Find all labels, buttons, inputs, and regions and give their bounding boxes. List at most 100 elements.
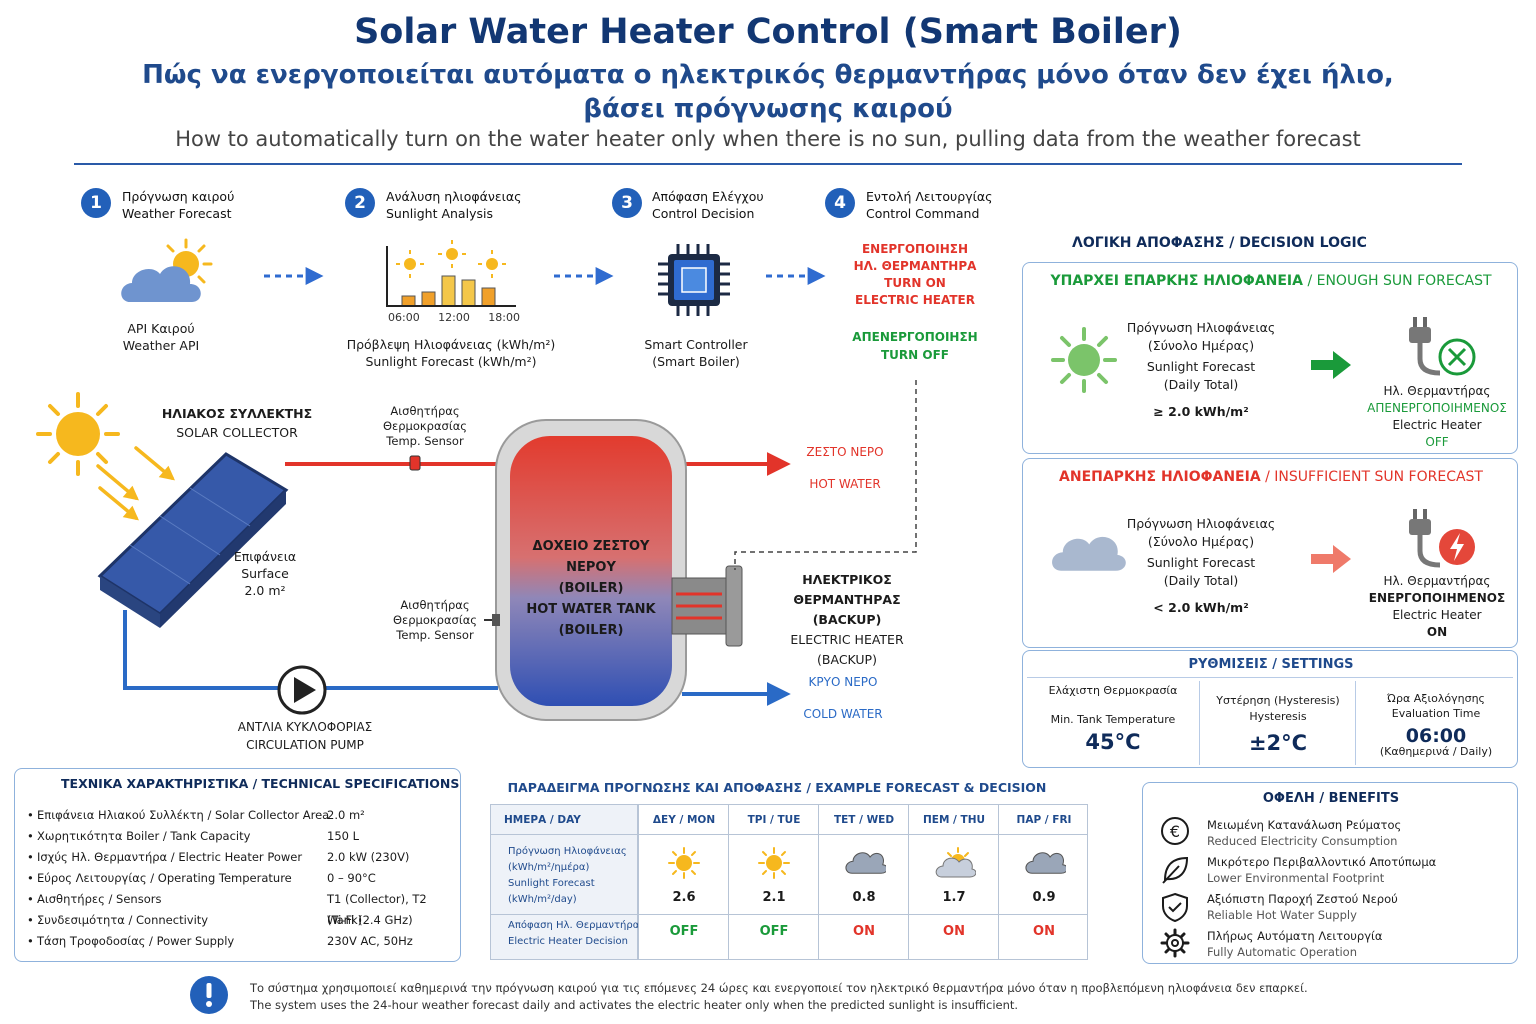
collector-label-en: SOLAR COLLECTOR — [176, 425, 298, 440]
forecast-sun-en-1: Sunlight Forecast — [508, 878, 595, 889]
insufficient-sun-panel: ΑΝΕΠΑΡΚΗΣ ΗΛΙΟΦΑΝΕΙΑ / INSUFFICIENT SUN … — [1022, 458, 1518, 648]
pump-label-en: CIRCULATION PUMP — [246, 738, 364, 752]
subtitle-greek-line-1: Πώς να ενεργοποιείται αυτόματα ο ηλεκτρι… — [142, 60, 1394, 90]
forecast-title: ΠΑΡΑΔΕΙΓΜΑ ΠΡΟΓΝΩΣΗΣ ΚΑΙ ΑΠΟΦΑΣΗΣ / EXAM… — [507, 780, 1047, 795]
setting-min-temp: Ελάχιστη Θερμοκρασία Min. Tank Temperatu… — [1027, 683, 1199, 753]
command-on-en-1: TURN ON — [884, 276, 946, 290]
step-2-title-gr: Ανάλυση ηλιοφάνειας — [386, 189, 522, 204]
tech-specs-list: •Επιφάνεια Ηλιακού Συλλέκτη / Solar Coll… — [27, 805, 457, 952]
spec-label: Συνδεσιμότητα / Connectivity — [37, 913, 209, 927]
sunlight-rays — [96, 446, 175, 521]
sensor-2-en: Temp. Sensor — [396, 628, 474, 642]
command-on-gr-1: ΕΝΕΡΓΟΠΟΙΗΣΗ — [861, 242, 969, 256]
pump-label: ΑΝΤΛΙΑ ΚΥΚΛΟΦΟΡΙΑΣ CIRCULATION PUMP — [220, 718, 390, 754]
setting-hysteresis-gr: Υστέρηση (Hysteresis) — [1216, 694, 1340, 707]
step-4-number: 4 — [825, 188, 855, 218]
collector-label-gr: ΗΛΙΑΚΟΣ ΣΥΛΛΕΚΤΗΣ — [161, 406, 313, 421]
forecast-sun-gr-1: Πρόγνωση Ηλιοφάνειας — [508, 846, 627, 857]
enough-h1: Ηλ. Θερμαντήρας — [1383, 384, 1491, 398]
surface-label-gr: Επιφάνεια — [233, 549, 297, 564]
benefit-gr: Πλήρως Αυτόματη Λειτουργία — [1207, 929, 1383, 943]
heater-label-gr-2: (BACKUP) — [812, 612, 882, 627]
command-off-en: TURN OFF — [881, 348, 949, 362]
heater-label-en-2: (BACKUP) — [817, 652, 877, 667]
benefit-en: Lower Environmental Footprint — [1207, 871, 1385, 885]
setting-hysteresis: Υστέρηση (Hysteresis) Hysteresis ±2°C — [1201, 693, 1355, 754]
forecast-sun-en-2: (kWh/m²/day) — [508, 894, 577, 905]
tank-label-en-2: (BOILER) — [558, 623, 624, 638]
enough-l3: Sunlight Forecast — [1146, 359, 1256, 374]
forecast-sun-value: 2.6 — [672, 890, 696, 905]
svg-text:€: € — [1170, 822, 1180, 841]
microchip-icon — [658, 244, 730, 316]
command-on-gr-2: ΗΛ. ΘΕΡΜΑΝΤΗΡΑ — [853, 259, 977, 273]
step-1-caption-en: Weather API — [122, 338, 200, 353]
tank-label-gr-2: (BOILER) — [558, 581, 624, 596]
footer-note-en: The system uses the 24-hour weather fore… — [250, 998, 1019, 1012]
spec-row: •Ισχύς Ηλ. Θερμαντήρα / Electric Heater … — [27, 847, 457, 868]
flow-arrow-3 — [766, 267, 826, 285]
setting-eval-time: Ώρα Αξιολόγησης Evaluation Time 06:00 (Κ… — [1357, 691, 1515, 759]
forecast-dec-gr: Απόφαση Ηλ. Θερμαντήρα — [508, 920, 640, 931]
hot-pipe — [285, 452, 791, 476]
forecast-sun-row-label: Πρόγνωση Ηλιοφάνειας (kWh/m²/ημέρα) Sunl… — [508, 844, 627, 908]
sensor-1-gr-1: Αισθητήρας — [390, 404, 460, 418]
step-2-caption: Πρόβλεψη Ηλιοφάνειας (kWh/m²) Sunlight F… — [346, 336, 556, 370]
sensor-1-en: Temp. Sensor — [386, 434, 464, 448]
info-icon — [190, 976, 228, 1014]
spec-label: Χωρητικότητα Boiler / Tank Capacity — [37, 829, 251, 843]
forecast-table: ΗΜΕΡΑ / DAY Πρόγνωση Ηλιοφάνειας (kWh/m²… — [490, 804, 1088, 960]
system-diagram — [36, 380, 917, 721]
surface-label: Επιφάνεια Surface 2.0 m² — [220, 548, 310, 599]
cold-water-gr: ΚΡΥΟ ΝΕΡΟ — [808, 675, 878, 689]
green-arrow-icon — [1311, 351, 1351, 379]
enough-sun-panel: ΥΠΑΡΧΕΙ ΕΠΑΡΚΗΣ ΗΛΙΟΦΑΝΕΙΑ / ENOUGH SUN … — [1022, 262, 1518, 454]
step-3-number: 3 — [612, 188, 642, 218]
sensor-2-gr-1: Αισθητήρας — [400, 598, 470, 612]
forecast-day-label: ΠΕΜ / THU — [922, 814, 986, 826]
sun-icon — [729, 846, 819, 884]
collector-label: ΗΛΙΑΚΟΣ ΣΥΛΛΕΚΤΗΣ SOLAR COLLECTOR — [152, 404, 322, 442]
insufficient-h2: ΕΝΕΡΓΟΠΟΙΗΜΕΝΟΣ — [1368, 591, 1506, 605]
spec-row: •Επιφάνεια Ηλιακού Συλλέκτη / Solar Coll… — [27, 805, 457, 826]
forecast-day-header: ΗΜΕΡΑ / DAY — [504, 814, 581, 826]
spec-label: Τάση Τροφοδοσίας / Power Supply — [37, 934, 235, 948]
forecast-sun-value: 0.9 — [1032, 890, 1056, 905]
circulation-pump-icon — [277, 665, 327, 715]
insufficient-criteria: Πρόγνωση Ηλιοφάνειας (Σύνολο Ημέρας) Sun… — [1123, 515, 1279, 617]
hot-water-label: ΖΕΣΤΟ ΝΕΡΟ HOT WATER — [790, 444, 900, 492]
insufficient-title-en: / INSUFFICIENT SUN FORECAST — [1265, 469, 1483, 485]
cold-water-label: ΚΡΥΟ ΝΕΡΟ COLD WATER — [788, 674, 898, 722]
cloud-icon — [999, 846, 1089, 884]
solar-collector-panel — [97, 452, 289, 628]
benefits-title: ΟΦΕΛΗ / BENEFITS — [1262, 791, 1400, 806]
tick-1800: 18:00 — [488, 311, 520, 324]
settings-panel: ΡΥΘΜΙΣΕΙΣ / SETTINGS Ελάχιστη Θερμοκρασί… — [1022, 650, 1518, 768]
enough-l4: (Daily Total) — [1163, 376, 1239, 392]
forecast-decision: OFF — [669, 924, 699, 939]
step-4-title-gr: Εντολή Λειτουργίας — [866, 189, 993, 204]
setting-hysteresis-en: Hysteresis — [1249, 710, 1307, 723]
tech-specs-panel: ΤΕΧΝΙΚΑ ΧΑΡΑΚΤΗΡΙΣΤΙΚΑ / TECHNICAL SPECI… — [14, 768, 461, 962]
forecast-sun-value: 0.8 — [852, 890, 876, 905]
plug-off-icon — [1409, 317, 1476, 376]
step-2-title-en: Sunlight Analysis — [386, 206, 493, 221]
spec-value: 2.0 m² — [327, 808, 365, 822]
spec-value: Wi-Fi (2.4 GHz) — [327, 913, 413, 927]
subtitle-english: How to automatically turn on the water h… — [175, 127, 1361, 151]
benefit-gr: Μικρότερο Περιβαλλοντικό Αποτύπωμα — [1207, 855, 1437, 869]
sensor-1-gr-2: Θερμοκρασίας — [382, 419, 468, 433]
flow-arrow-2 — [554, 267, 614, 285]
sun-icon — [639, 846, 729, 884]
insufficient-heater-status: Ηλ. Θερμαντήρας ΕΝΕΡΓΟΠΟΙΗΜΕΝΟΣ Electric… — [1359, 573, 1515, 641]
step-3-title-gr: Απόφαση Ελέγχου — [652, 189, 764, 204]
enough-h2: ΑΠΕΝΕΡΓΟΠΟΙΗΜΕΝΟΣ — [1367, 401, 1507, 415]
insufficient-l2: (Σύνολο Ημέρας) — [1147, 533, 1255, 549]
footer-note: Το σύστημα χρησιμοποιεί καθημερινά την π… — [250, 980, 1510, 1014]
header-divider — [74, 163, 1462, 165]
step-2-title: Ανάλυση ηλιοφάνειας Sunlight Analysis — [386, 188, 521, 222]
forecast-decision-row-label: Απόφαση Ηλ. Θερμαντήρα Electric Heater D… — [508, 918, 639, 950]
